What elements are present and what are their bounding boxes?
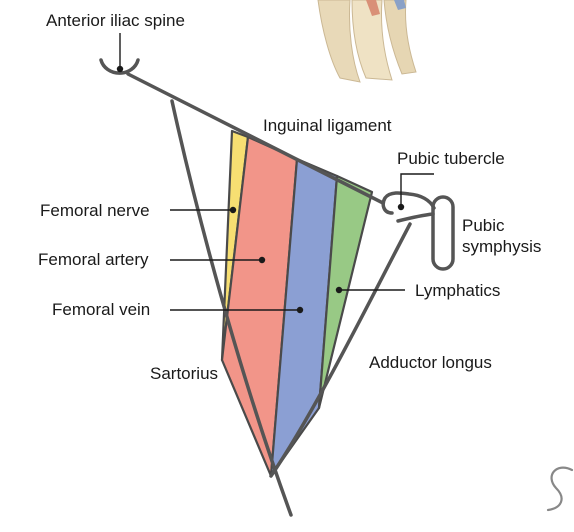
femoral-vein-label: Femoral vein	[52, 300, 150, 319]
anterior-iliac-spine-shape	[99, 58, 140, 75]
sartorius-label: Sartorius	[150, 364, 218, 383]
adductor-longus-label: Adductor longus	[369, 353, 492, 372]
inguinal-ligament-line	[126, 72, 385, 205]
inguinal-ligament-label: Inguinal ligament	[263, 116, 392, 135]
pubic-tubercle-shape	[381, 191, 436, 215]
pubic-symphysis-label-line1: Pubic	[462, 216, 505, 235]
femoral-artery-dot	[258, 256, 266, 264]
sartorius-border	[170, 99, 293, 517]
pubic-tubercle-label: Pubic tubercle	[397, 149, 505, 168]
femoral-nerve-dot	[229, 206, 237, 214]
pubic-bone-fragment	[546, 466, 574, 512]
lymphatics-region	[317, 174, 374, 410]
pubic-tubercle-leader	[400, 173, 434, 207]
femoral-nerve-label: Femoral nerve	[40, 201, 150, 220]
lymphatics-dot	[335, 286, 343, 294]
pubic-symphysis-shape	[431, 195, 455, 271]
pubic-tubercle-dot	[397, 203, 405, 211]
lymphatics-label: Lymphatics	[415, 281, 500, 300]
anterior-iliac-spine-dot	[116, 65, 124, 73]
pubic-symphysis-label-line2: symphysis	[462, 237, 541, 256]
femoral-artery-label: Femoral artery	[38, 250, 149, 269]
thigh-illustration	[317, 0, 417, 83]
femoral-vein-dot	[296, 306, 304, 314]
anterior-iliac-spine-label: Anterior iliac spine	[46, 11, 185, 30]
adductor-longus-border	[269, 222, 412, 478]
pubic-ramus-shape	[396, 212, 435, 223]
